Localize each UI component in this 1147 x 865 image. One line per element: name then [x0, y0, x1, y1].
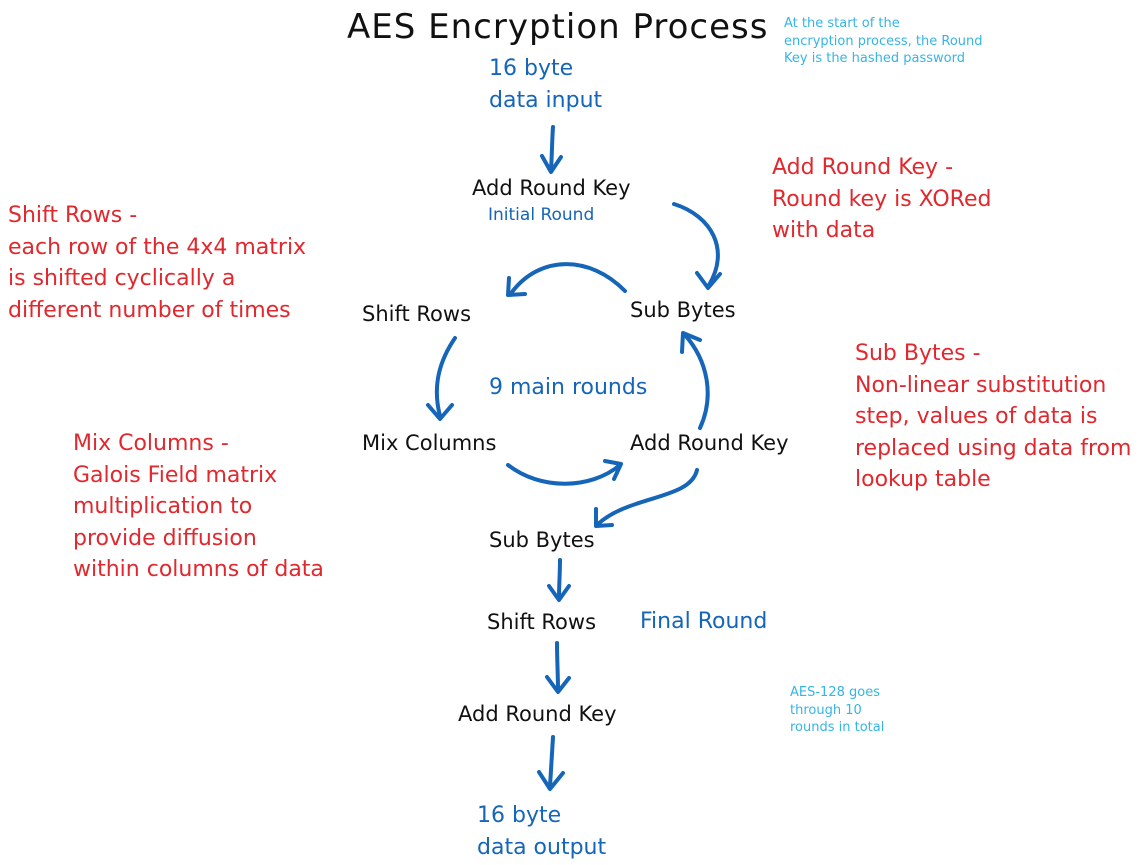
- diagram-title: AES Encryption Process: [347, 7, 769, 47]
- note-round-key-start: At the start of the encryption process, …: [784, 16, 983, 66]
- final-round-label: Final Round: [640, 609, 768, 634]
- initial-round-label: Initial Round: [488, 205, 595, 225]
- node-loop-sub-bytes: Sub Bytes: [630, 298, 736, 322]
- description-mix-columns: Mix Columns - Galois Field matrix multip…: [73, 431, 324, 582]
- main-rounds-label: 9 main rounds: [489, 375, 648, 400]
- arrow-input-to-add-round-key: [540, 125, 563, 174]
- arrow-sub-bytes-to-shift-rows-final: [547, 558, 571, 602]
- data-output-label: 16 byte data output: [477, 803, 607, 860]
- note-total-rounds: AES-128 goes through 10 rounds in total: [790, 685, 885, 735]
- arrow-loop-exit-to-final-sub-bytes: [594, 468, 699, 528]
- data-input-label: 16 byte data input: [489, 56, 603, 113]
- description-sub-bytes: Sub Bytes - Non-linear substitution step…: [855, 341, 1132, 492]
- description-shift-rows: Shift Rows - each row of the 4x4 matrix …: [8, 203, 307, 323]
- node-loop-shift-rows: Shift Rows: [362, 302, 472, 326]
- node-initial-add-round-key: Add Round Key: [472, 176, 631, 200]
- arrow-shift-rows-to-add-round-key-final: [545, 641, 571, 694]
- description-add-round-key: Add Round Key - Round key is XORed with …: [772, 155, 992, 243]
- arrow-add-round-key-to-sub-bytes: [672, 202, 722, 290]
- node-final-add-round-key: Add Round Key: [458, 702, 617, 726]
- node-loop-mix-columns: Mix Columns: [362, 431, 497, 455]
- arrow-shift-rows-to-mix-columns: [426, 336, 457, 421]
- arrow-add-round-key-to-output: [537, 735, 565, 791]
- node-loop-add-round-key: Add Round Key: [630, 431, 789, 455]
- arrow-mix-columns-to-add-round-key: [506, 459, 623, 486]
- arrow-sub-bytes-to-shift-rows: [506, 262, 627, 297]
- arrow-add-round-key-to-sub-bytes-loop: [680, 331, 710, 430]
- node-final-sub-bytes: Sub Bytes: [489, 528, 595, 552]
- node-final-shift-rows: Shift Rows: [487, 610, 597, 634]
